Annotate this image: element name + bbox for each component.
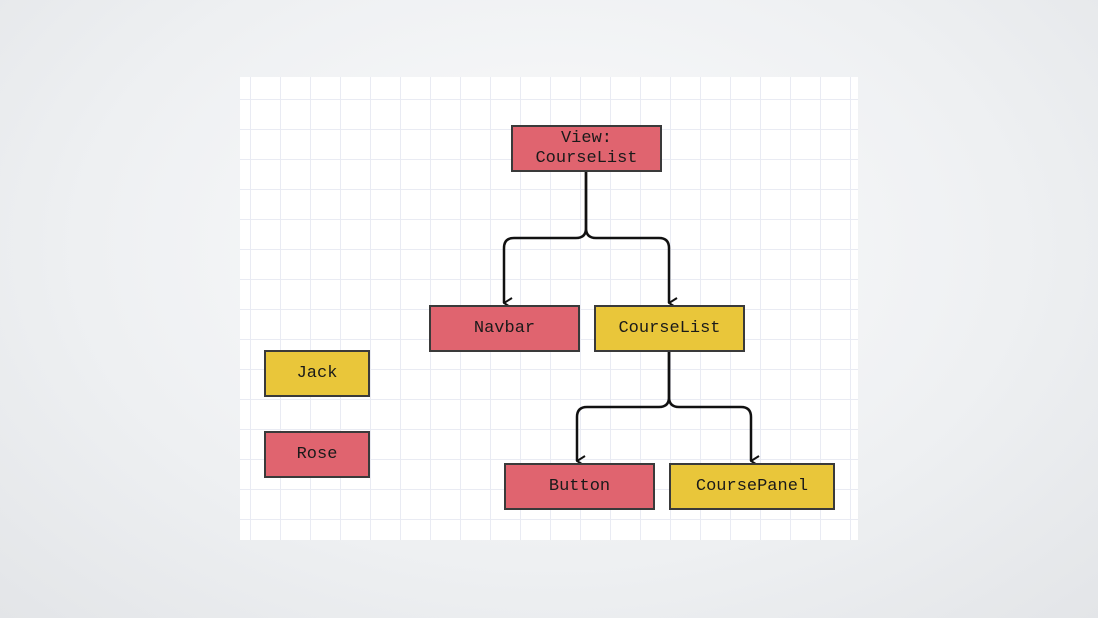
- edge-courselist-to-coursepanel: [667, 351, 751, 461]
- node-courselist[interactable]: CourseList: [594, 305, 745, 352]
- edge-view-to-navbar: [502, 171, 588, 303]
- legend-rose[interactable]: Rose: [264, 431, 370, 478]
- edge-view-to-courselist: [584, 171, 669, 303]
- node-view-courselist[interactable]: View: CourseList: [511, 125, 662, 172]
- edge-courselist-to-button: [575, 351, 671, 461]
- node-navbar[interactable]: Navbar: [429, 305, 580, 352]
- node-coursepanel[interactable]: CoursePanel: [669, 463, 835, 510]
- legend-jack[interactable]: Jack: [264, 350, 370, 397]
- node-button[interactable]: Button: [504, 463, 655, 510]
